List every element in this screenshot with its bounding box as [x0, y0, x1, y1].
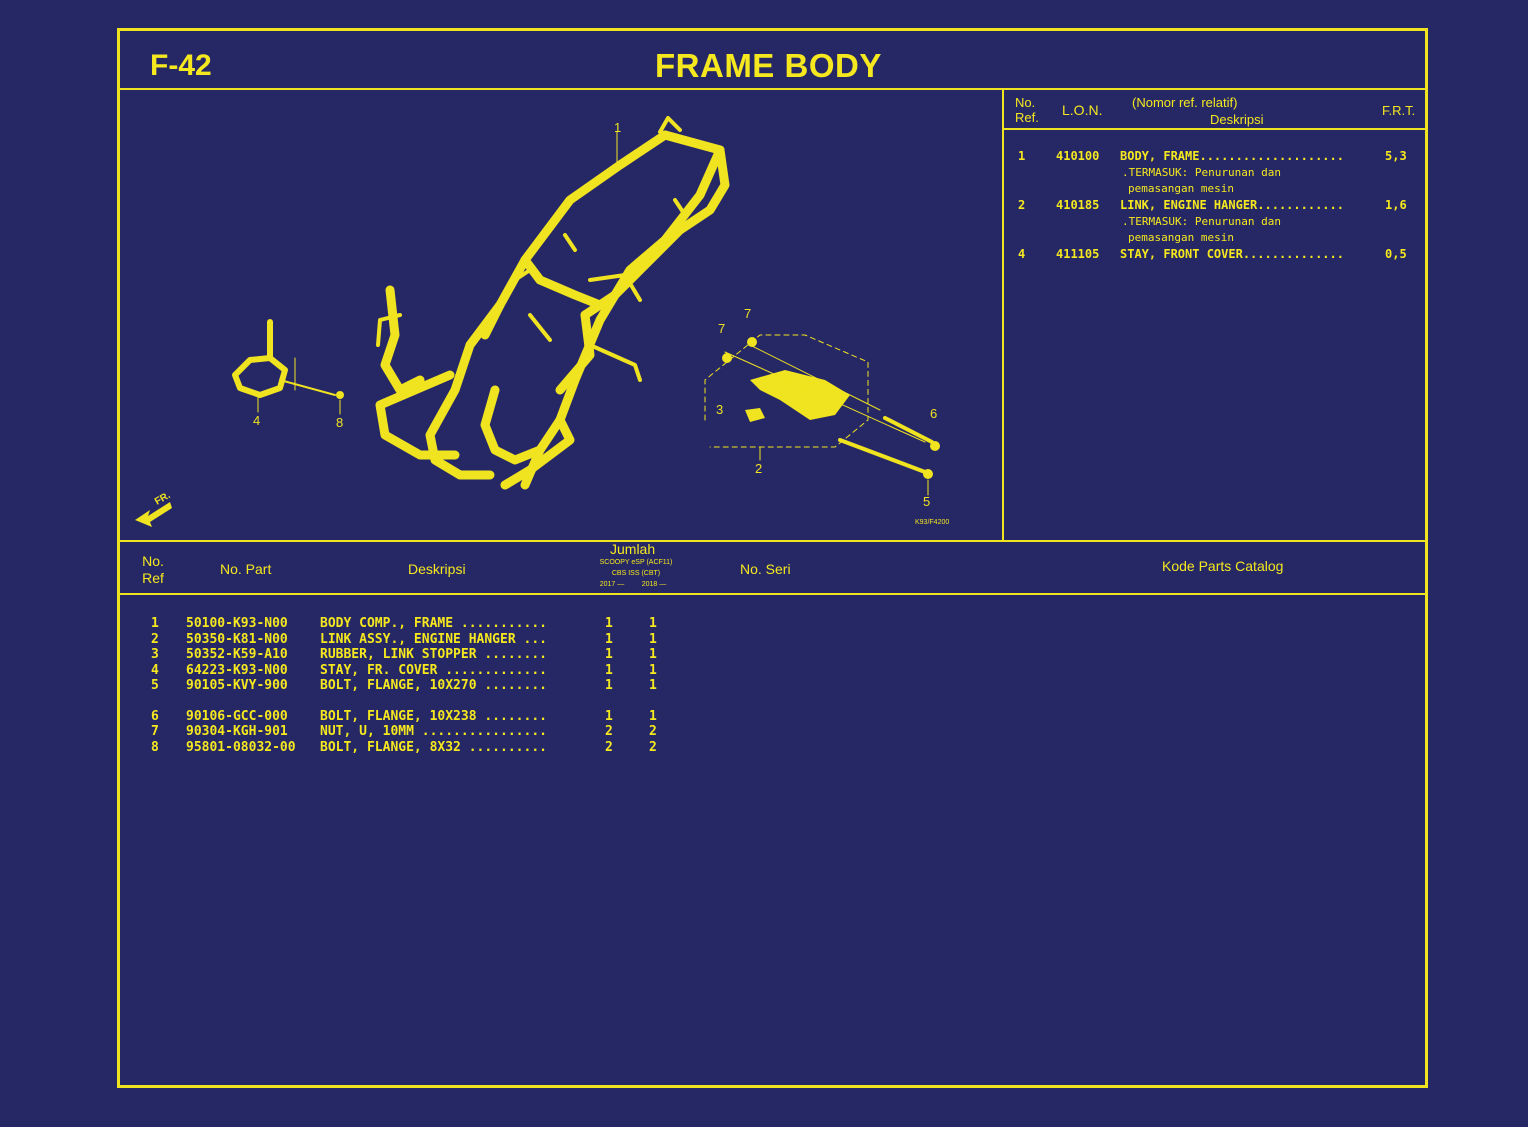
- lon-code: 410100: [1056, 149, 1100, 163]
- part-number: 50352-K59-A10: [186, 647, 288, 662]
- part-ref: 2: [151, 631, 159, 647]
- part-desc: NUT, U, 10MM ................: [320, 724, 547, 739]
- part-desc: BOLT, FLANGE, 10X238 ........: [320, 708, 547, 724]
- parts-header-kode: Kode Parts Catalog: [1162, 558, 1284, 574]
- parts-header-jumlah-type: CBS ISS (CBT): [611, 570, 661, 577]
- callout-5: 5: [923, 494, 930, 509]
- lon-desc: STAY, FRONT COVER..............: [1120, 247, 1344, 261]
- part-qty-2018: 1: [649, 662, 657, 678]
- front-cover-stay-drawing: [232, 319, 288, 398]
- lon-frt: 0,5: [1385, 247, 1407, 261]
- part-qty-2018: 1: [649, 678, 657, 693]
- part-desc: BODY COMP., FRAME ...........: [320, 616, 547, 631]
- part-qty-2017: 1: [605, 708, 613, 724]
- lon-ref: 2: [1018, 198, 1026, 212]
- lon-code: 410185: [1056, 198, 1100, 212]
- parts-header-nopart: No. Part: [220, 561, 272, 577]
- part-ref: 3: [151, 647, 159, 662]
- lon-ref: 4: [1018, 247, 1026, 261]
- lon-header-divider: [1002, 128, 1425, 130]
- parts-header-bottom: [120, 593, 1425, 595]
- lon-header-lon: L.O.N.: [1062, 102, 1103, 118]
- lon-header-frt: F.R.T.: [1382, 103, 1416, 118]
- parts-header-noref: No. Ref: [142, 553, 164, 586]
- part-ref: 8: [151, 739, 159, 755]
- lon-header-nomor-ref: (Nomor ref. relatif): [1132, 95, 1238, 110]
- part-desc: LINK ASSY., ENGINE HANGER ...: [320, 631, 547, 647]
- lon-note: .TERMASUK: Penurunan dan: [1122, 215, 1281, 228]
- part-qty-2018: 2: [649, 739, 657, 755]
- callout-8: 8: [336, 415, 343, 430]
- engine-hanger-drawing: [704, 334, 940, 496]
- lon-frt: 5,3: [1385, 149, 1407, 163]
- callout-2: 2: [755, 461, 762, 476]
- lon-table-body: 1 410100 BODY, FRAME.................... 5,…: [1015, 149, 1425, 289]
- exploded-diagram: 1 2 3 4 5 6 7 7 8 FR. K93/F4200: [135, 116, 949, 527]
- part-ref: 6: [151, 708, 159, 724]
- parts-header-top: [120, 540, 1425, 542]
- lon-row: 1 410100 BODY, FRAME.................... 5,…: [1015, 149, 1425, 165]
- part-desc: BOLT, FLANGE, 10X270 ........: [320, 678, 547, 693]
- callout-1: 1: [614, 120, 621, 135]
- lon-header-deskripsi: Deskripsi: [1210, 112, 1264, 127]
- callout-4: 4: [253, 413, 260, 428]
- part-qty-2017: 1: [605, 647, 613, 662]
- part-number: 90106-GCC-000: [186, 708, 288, 724]
- lon-row: 4 411105 STAY, FRONT COVER.............. 0,…: [1015, 247, 1425, 263]
- part-ref: 4: [151, 662, 159, 678]
- page-title: FRAME BODY: [655, 47, 882, 84]
- part-qty-2018: 1: [649, 647, 657, 662]
- part-qty-2018: 2: [649, 724, 657, 739]
- lon-header-noref: No. Ref.: [1015, 95, 1039, 125]
- part-qty-2017: 1: [605, 616, 613, 631]
- part-number: 50350-K81-N00: [186, 631, 288, 647]
- lon-desc: BODY, FRAME....................: [1120, 149, 1344, 163]
- part-number: 64223-K93-N00: [186, 662, 288, 678]
- part-number: 95801-08032-00: [186, 739, 296, 755]
- part-qty-2017: 1: [605, 678, 613, 693]
- part-number: 90105-KVY-900: [186, 678, 288, 693]
- frame-body-drawing: [375, 130, 730, 490]
- parts-header-jumlah-model: SCOOPY eSP (ACF11): [599, 559, 673, 566]
- parts-header-jumlah: Jumlah: [610, 541, 656, 557]
- part-number: 50100-K93-N00: [186, 616, 288, 631]
- part-qty-2017: 2: [605, 724, 613, 739]
- part-qty-2018: 1: [649, 708, 657, 724]
- parts-catalog-sheet: F-42 FRAME BODY No. Ref. L.O.N. (Nomor r…: [117, 28, 1428, 1088]
- lon-frt: 1,6: [1385, 198, 1407, 212]
- lon-code: 411105: [1056, 247, 1100, 261]
- lon-ref: 1: [1018, 149, 1026, 163]
- lon-note: .TERMASUK: Penurunan dan: [1122, 166, 1281, 179]
- callout-6: 6: [930, 406, 937, 421]
- part-qty-2017: 1: [605, 631, 613, 647]
- part-ref: 1: [151, 616, 159, 631]
- callout-3: 3: [716, 402, 723, 417]
- lon-note: pemasangan mesin: [1128, 182, 1234, 195]
- part-ref: 7: [151, 724, 159, 739]
- figure-code: K93/F4200: [915, 519, 949, 526]
- part-desc: BOLT, FLANGE, 8X32 ..........: [320, 739, 547, 755]
- part-desc: RUBBER, LINK STOPPER ........: [320, 647, 547, 662]
- part-qty-2018: 1: [649, 616, 657, 631]
- lon-desc: LINK, ENGINE HANGER............: [1120, 198, 1344, 212]
- callout-7a: 7: [718, 321, 725, 336]
- lon-note: pemasangan mesin: [1128, 231, 1234, 244]
- lon-row: 2 410185 LINK, ENGINE HANGER............ 1,…: [1015, 198, 1425, 214]
- part-qty-2017: 2: [605, 739, 613, 755]
- diagram-divider: [1002, 88, 1004, 540]
- parts-header-noseri: No. Seri: [740, 561, 791, 577]
- header-divider: [120, 88, 1425, 90]
- part-qty-2018: 1: [649, 631, 657, 647]
- part-desc: STAY, FR. COVER .............: [320, 662, 547, 678]
- front-direction-arrow-icon: [135, 502, 172, 527]
- parts-header-year-b: 2018 —: [641, 581, 667, 588]
- parts-header-year-a: 2017 —: [599, 581, 625, 588]
- page-code: F-42: [150, 49, 212, 82]
- part-qty-2017: 1: [605, 662, 613, 678]
- part-number: 90304-KGH-901: [186, 724, 288, 739]
- parts-header-deskripsi: Deskripsi: [408, 561, 466, 577]
- callout-7b: 7: [744, 306, 751, 321]
- part-ref: 5: [151, 678, 159, 693]
